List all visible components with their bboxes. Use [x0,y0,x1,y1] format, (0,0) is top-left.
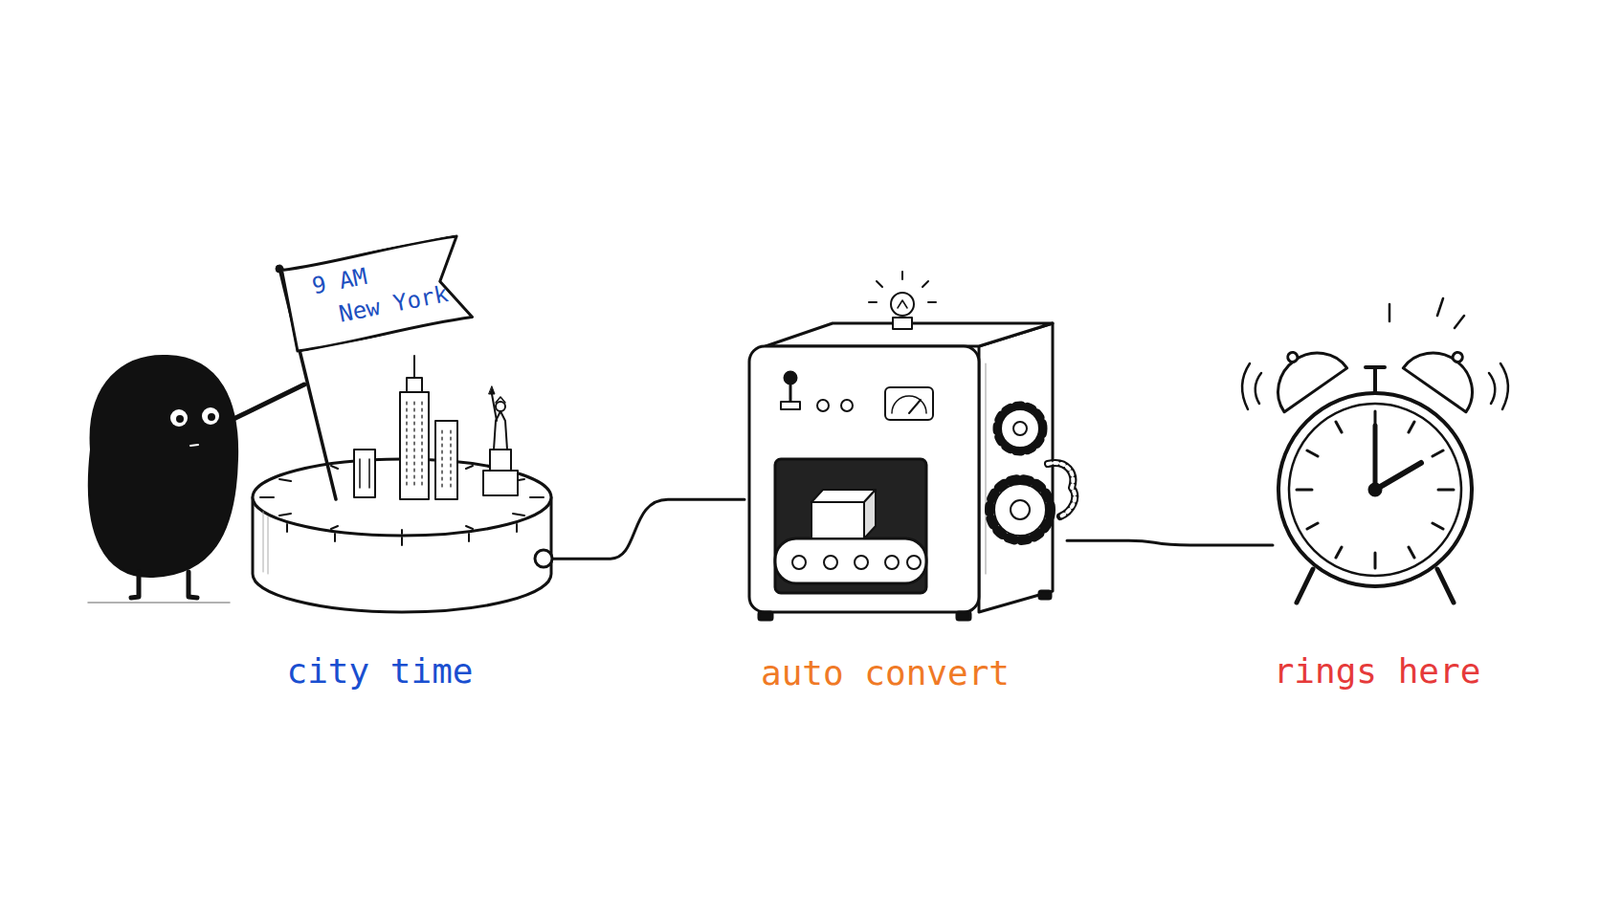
alarm-clock-part [1365,367,1385,395]
city-dial-part [413,355,416,378]
converter-machine-part [1010,500,1030,520]
converter-machine [749,271,1075,621]
blob-character-part [170,409,188,427]
alarm-clock-part [1373,425,1378,490]
converter-machine-part [775,459,927,594]
alarm-clock-part [1389,298,1465,329]
converter-machine-part [792,555,806,570]
converter-machine-part [758,612,773,621]
converter-machine-part [956,612,971,621]
flag-sign: 9 AMNew York [279,234,475,355]
city-dial-part [495,397,506,403]
city-dial-part [406,401,423,489]
blob-character-part [201,407,220,425]
converter-machine-part [885,555,899,570]
converter-machine-part [997,405,1044,452]
city-dial [252,355,553,613]
blob-character-part [229,384,305,422]
converter-machine-part [868,271,936,303]
blob-character-part [188,572,198,599]
converter-machine-part [989,479,1051,541]
converter-machine-part [841,400,853,412]
city-dial-part [488,386,495,395]
city-dial-part [495,401,506,412]
alarm-clock-part [1369,484,1381,496]
blob-character-part [176,415,184,423]
converter-machine-part [749,346,979,613]
city-dial-part [435,421,458,500]
alarm-clock-part-part [1450,350,1465,364]
caption-label: auto convert [760,652,1010,694]
city-dial-part [442,430,451,489]
flag-outline [281,235,472,353]
blob-character-part [88,355,238,578]
blob-character-part [131,572,139,599]
city-dial-part [354,449,376,498]
converter-machine-part [897,300,908,309]
converter-machine-part [1013,422,1027,436]
blob-character-part [88,601,230,604]
converter-node: auto convert [744,306,1067,699]
caption-label: rings here [1273,650,1482,692]
alarm-clock-part [1375,463,1422,490]
alarm-clock [1242,298,1509,603]
converter-machine-part [1047,463,1075,517]
blob-character-part [207,413,216,422]
city-dial-part [489,449,512,471]
converter-machine-part [891,396,927,414]
converter-machine-part [978,323,1053,613]
alarm-node: rings here [1272,296,1486,699]
alarm-clock-part [1242,363,1262,410]
alarm-clock-part [1488,363,1509,410]
alarm-clock-part [1296,411,1454,569]
converter-machine-part [907,555,921,570]
alarm-clock-part [1278,393,1472,587]
city-dial-part [359,459,370,489]
city-dial-part [491,394,497,422]
city-dial-part [483,470,518,496]
converter-machine-part [885,387,934,421]
city-dial-part [406,377,423,393]
blob-character-part [190,444,199,446]
converter-machine-part [823,555,838,570]
converter-machine-part [892,317,912,330]
alarm-clock-part [1288,403,1462,577]
converter-machine-part [780,401,800,410]
converter-machine-part [1039,591,1051,600]
converter-machine-part [890,292,914,316]
caption-label: city time [286,650,473,692]
converter-machine-part [909,400,921,414]
alarm-clock-part-part [1286,350,1300,364]
alarm-clock-part [1258,331,1347,412]
city-dial-part [534,550,553,568]
city-time-node: city time [250,421,554,699]
wire-connector [1066,540,1273,546]
converter-machine-part [775,538,927,584]
city-dial-part [263,511,268,575]
city-dial-part [400,392,429,500]
converter-machine-part [1047,463,1075,517]
converter-machine-part [864,489,876,539]
converter-machine-part [1000,409,1040,448]
converter-machine-part [854,555,868,570]
converter-machine-part [984,363,986,575]
converter-machine-part [811,502,865,539]
alarm-clock-part [1402,331,1491,412]
converter-machine-part [789,382,793,402]
wire-connector [553,499,745,559]
converter-machine-part [817,400,829,412]
converter-machine-part [994,484,1046,536]
